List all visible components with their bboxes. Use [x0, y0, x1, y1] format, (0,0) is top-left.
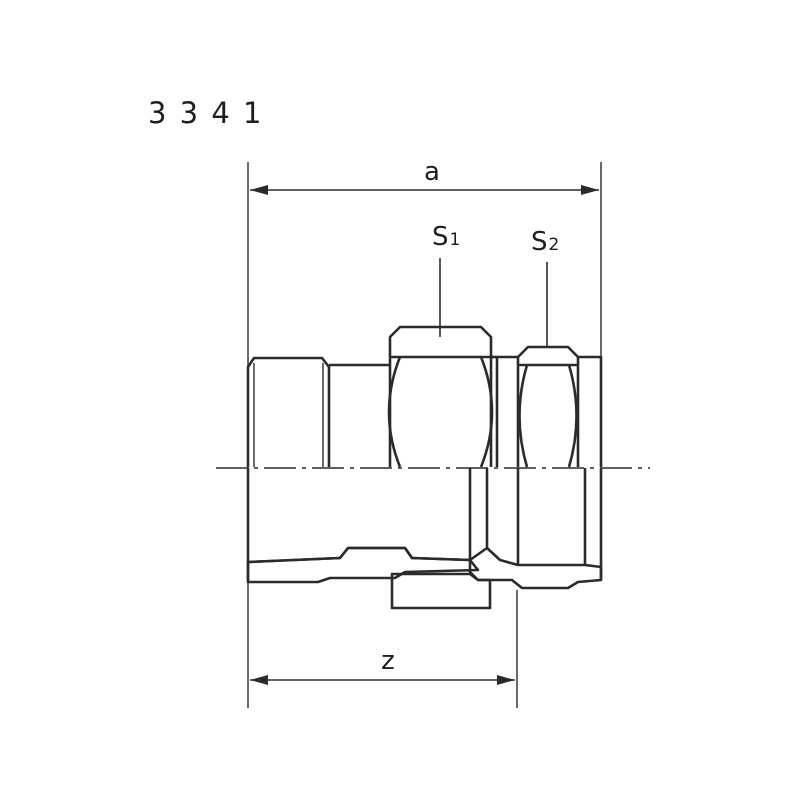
dimension-a-label: a — [424, 157, 440, 187]
dimension-a: a — [250, 157, 599, 195]
hex-s1-label: S — [432, 222, 449, 252]
section-view-lower — [246, 468, 603, 580]
hex-s2-body — [495, 345, 603, 468]
hex-s1-subscript: 1 — [450, 230, 461, 250]
hex-nut-s1 — [387, 325, 497, 468]
dimension-z-label: z — [381, 646, 395, 676]
dimension-z: z — [250, 646, 515, 685]
hex-s2-label: S — [531, 227, 548, 257]
svg-text:S2: S2 — [531, 227, 559, 257]
hex-s2-callout: S2 — [531, 227, 559, 348]
part-number: 3 3 4 1 — [148, 96, 263, 130]
hex-s2-subscript: 2 — [549, 235, 560, 255]
threaded-body-upper — [246, 356, 390, 467]
hex-s1-callout: S1 — [432, 222, 460, 337]
svg-text:S1: S1 — [432, 222, 460, 252]
hatched-sections — [246, 546, 603, 610]
